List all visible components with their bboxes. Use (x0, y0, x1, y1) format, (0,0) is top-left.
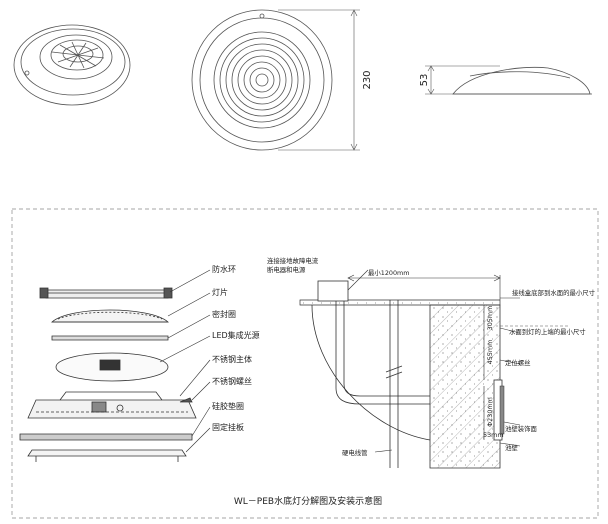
thickness-dimension-label: 53 (419, 74, 430, 87)
label-silicone-gasket: 硅胶垫圈 (212, 401, 244, 411)
installation-diagram: 连接接地故障电流 断电器和电源 最小1200mm 接线盒底部到水面的最小尺寸 3… (267, 256, 596, 469)
diagram-caption: WL－PEB水底灯分解图及安装示意图 (234, 495, 382, 507)
height-dimension-label: 230 (362, 70, 373, 89)
side-view (452, 66, 592, 95)
thickness-dimension: 53 (419, 65, 500, 95)
note-screw: 定位螺丝 (505, 358, 531, 367)
junction-box (317, 280, 349, 302)
note-min-distance: 最小1200mm (368, 268, 410, 277)
label-lens: 灯片 (212, 287, 228, 297)
label-mounting-plate: 固定挂板 (212, 422, 244, 432)
label-waterproof-ring: 防水环 (212, 264, 236, 274)
label-led-source: LED集成光源 (212, 330, 260, 340)
label-stainless-body: 不锈钢主体 (212, 354, 252, 364)
front-view (191, 9, 333, 151)
exploded-leaders (159, 269, 211, 453)
height-dimension: 230 (278, 9, 373, 151)
note-conduit: 硬电线管 (342, 448, 368, 457)
note-junction-line2: 断电器和电源 (267, 265, 306, 274)
label-seal-ring: 密封圈 (212, 309, 236, 319)
note-waterline: 水面到灯的上端的最小尺寸 (509, 327, 586, 336)
note-top-depth: 接线盒底部到水面的最小尺寸 (512, 288, 596, 297)
exploded-labels: 防水环 灯片 密封圈 LED集成光源 不锈钢主体 不锈钢螺丝 硅胶垫圈 固定挂板 (212, 264, 260, 432)
note-trim: 池壁装饰面 (505, 424, 538, 433)
exploded-view (19, 287, 197, 462)
note-diameter: Φ230mm (486, 397, 494, 427)
note-dim-305: 305mm (486, 306, 494, 331)
note-wall: 池壁 (505, 443, 518, 452)
perspective-view (13, 24, 131, 106)
note-dim-53: 53mm (483, 431, 504, 439)
label-stainless-screw: 不锈钢螺丝 (212, 376, 252, 386)
note-dim-455: 455mm (486, 340, 494, 365)
note-junction-line1: 连接接地故障电流 (267, 256, 319, 265)
